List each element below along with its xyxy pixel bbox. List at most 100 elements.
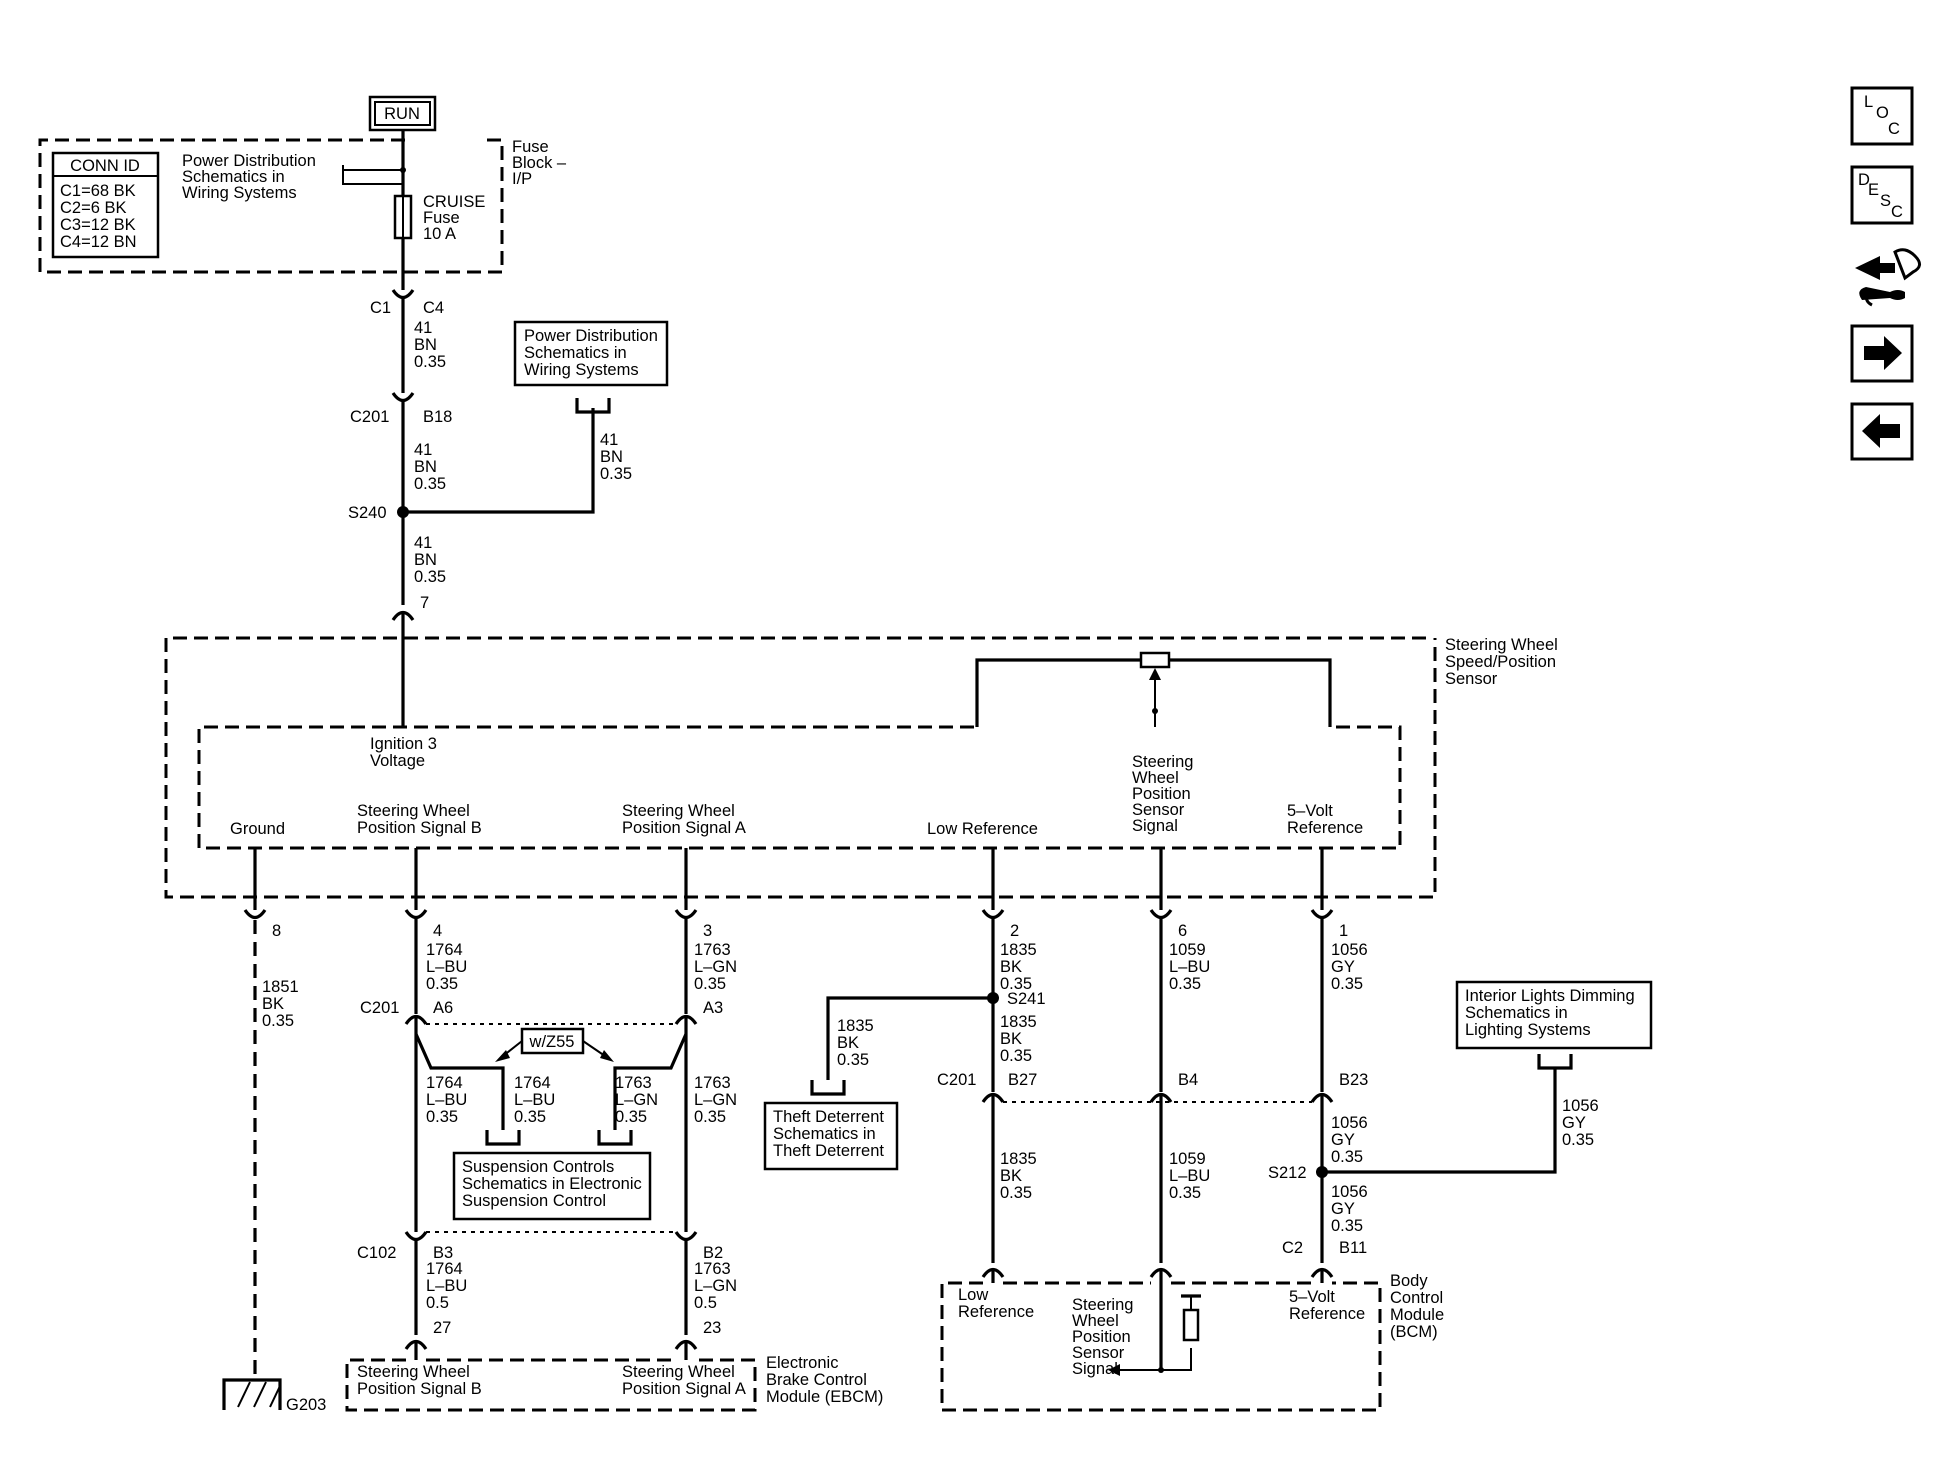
connector-c201: C201 [937, 1071, 976, 1089]
connector-tool-icon[interactable] [1855, 248, 1921, 307]
ebcm-module: Steering Wheel Position Signal B Steerin… [345, 1354, 883, 1412]
wire-label: 1851 [262, 978, 299, 996]
ebcm-pin-pos-b: Steering Wheel [357, 1363, 470, 1381]
sensor-pin-pos-signal: Signal [1132, 817, 1178, 835]
sensor-pin-pos-b: Steering Wheel [357, 802, 470, 820]
wire-label: BN [414, 458, 437, 476]
bcm-pin-low-ref: Low [958, 1286, 988, 1304]
wire-label: 41 [414, 534, 432, 552]
sensor-pin-pos-signal: Wheel [1132, 769, 1179, 787]
ground-g203: G203 [286, 1396, 326, 1414]
sensor-pin-ignition: Ignition 3 [370, 735, 437, 753]
fuse-power-dist-ref[interactable]: Power Distribution [182, 152, 316, 170]
pin-7: 7 [420, 594, 429, 612]
circuit-1059: 6 1059 L–BU 0.35 B4 1059 L–BU 0.35 [1149, 897, 1210, 1283]
wire-label: 41 [600, 431, 618, 449]
pin-23: 23 [703, 1319, 721, 1337]
steering-wheel-sensor: Steering Wheel Speed/Position Sensor Ign… [164, 636, 1558, 899]
svg-text:Schematics in: Schematics in [524, 344, 627, 362]
wire-label: 0.35 [1562, 1131, 1594, 1149]
wire-label: BN [414, 551, 437, 569]
wire-label: 0.35 [426, 975, 458, 993]
circuit-1056: 1 1056 GY 0.35 B23 1056 GY 0.35 S212 105… [1268, 897, 1599, 1283]
fuse-label: CRUISE [423, 193, 485, 211]
ground-symbol-icon [222, 1378, 282, 1410]
bcm-pin-pos-signal: Wheel [1072, 1312, 1119, 1330]
run-source: RUN [368, 95, 437, 132]
interior-lights-ref-box[interactable]: Interior Lights Dimming Schematics in Li… [1455, 980, 1653, 1050]
wire-label: 1056 [1331, 1114, 1368, 1132]
pin-4: 4 [433, 922, 442, 940]
circuit-1764: 4 1764 L–BU 0.35 C201 A6 1764 L–BU 0.35 … [357, 897, 555, 1360]
pin-8: 8 [272, 922, 281, 940]
fuse-label: 10 A [423, 225, 456, 243]
wire-label: 0.35 [1000, 1047, 1032, 1065]
wire-label: 1763 [694, 941, 731, 959]
wire-label: L–BU [426, 1091, 467, 1109]
svg-text:Suspension Control: Suspension Control [462, 1192, 606, 1210]
wire-label: L–BU [1169, 958, 1210, 976]
arrow-right-icon[interactable] [1850, 324, 1914, 383]
wire-label: 1763 [694, 1074, 731, 1092]
wire-label: BK [1000, 958, 1022, 976]
wire-label: L–GN [694, 1091, 737, 1109]
wire-label: L–GN [694, 958, 737, 976]
nav-loc-button[interactable]: L O C [1850, 86, 1914, 146]
wire-label: 0.5 [426, 1294, 449, 1312]
pin-b18: B18 [423, 408, 452, 426]
svg-text:w/Z55: w/Z55 [529, 1033, 575, 1051]
svg-text:E: E [1868, 181, 1879, 199]
conn-id-title: CONN ID [70, 157, 140, 175]
connector-c2: C2 [1282, 1239, 1303, 1257]
sensor-pin-pos-signal: Steering [1132, 753, 1193, 771]
wire-label: 1835 [1000, 941, 1037, 959]
ebcm-title: Brake Control [766, 1371, 867, 1389]
wire-label: 1763 [615, 1074, 652, 1092]
connector-c1: C1 [370, 299, 391, 317]
pin-27: 27 [433, 1319, 451, 1337]
pin-a6: A6 [433, 999, 453, 1017]
wire-label: 41 [414, 319, 432, 337]
wire-label: 0.35 [615, 1108, 647, 1126]
svg-text:O: O [1876, 104, 1889, 122]
wire-label: BN [414, 336, 437, 354]
sensor-pin-low-ref: Low Reference [927, 820, 1038, 838]
pin-b4: B4 [1178, 1071, 1198, 1089]
potentiometer [1139, 651, 1171, 669]
wire-label: 1835 [1000, 1013, 1037, 1031]
fuse-power-dist-ref[interactable]: Schematics in [182, 168, 285, 186]
fuse-power-dist-ref[interactable]: Wiring Systems [182, 184, 297, 202]
arrow-left-icon[interactable] [1850, 402, 1914, 461]
bcm-title: Control [1390, 1289, 1443, 1307]
wire-label: 1763 [694, 1260, 731, 1278]
theft-deterrent-ref-box[interactable]: Theft Deterrent Schematics in Theft Dete… [763, 1101, 899, 1171]
bcm-pin-pos-signal: Sensor [1072, 1344, 1125, 1362]
wire-label: 0.35 [414, 568, 446, 586]
wire-label: L–GN [615, 1091, 658, 1109]
power-distribution-ref-box[interactable]: Power Distribution Schematics in Wiring … [513, 320, 669, 387]
wire-label: BK [1000, 1030, 1022, 1048]
bcm-pin-pos-signal: Position [1072, 1328, 1131, 1346]
nav-desc-button[interactable]: D E S C [1850, 165, 1914, 225]
conn-id-box [51, 151, 160, 259]
wire-label: L–BU [426, 1277, 467, 1295]
sensor-pin-5v-ref: Reference [1287, 819, 1363, 837]
wire-label: BK [262, 995, 284, 1013]
wire-label: 0.35 [1000, 1184, 1032, 1202]
pin-b27: B27 [1008, 1071, 1037, 1089]
fuse-block: CONN ID C1=68 BK C2=6 BK C3=12 BK C4=12 … [38, 130, 567, 290]
bcm-pin-pos-signal: Signal [1072, 1360, 1118, 1378]
sensor-title: Steering Wheel [1445, 636, 1558, 654]
fuse-block-title: Block – [512, 154, 567, 172]
wire-label: GY [1331, 958, 1355, 976]
sensor-pin-pos-a: Position Signal A [622, 819, 746, 837]
suspension-controls-ref-box[interactable]: Suspension Controls Schematics in Electr… [452, 1151, 652, 1221]
wire-label: GY [1331, 1131, 1355, 1149]
svg-text:L: L [1864, 93, 1873, 111]
wire-label: 0.35 [1000, 975, 1032, 993]
wire-label: 1835 [1000, 1150, 1037, 1168]
conn-id-line: C4=12 BN [60, 233, 137, 251]
wire-label: L–GN [694, 1277, 737, 1295]
wire-label: 1059 [1169, 1150, 1206, 1168]
